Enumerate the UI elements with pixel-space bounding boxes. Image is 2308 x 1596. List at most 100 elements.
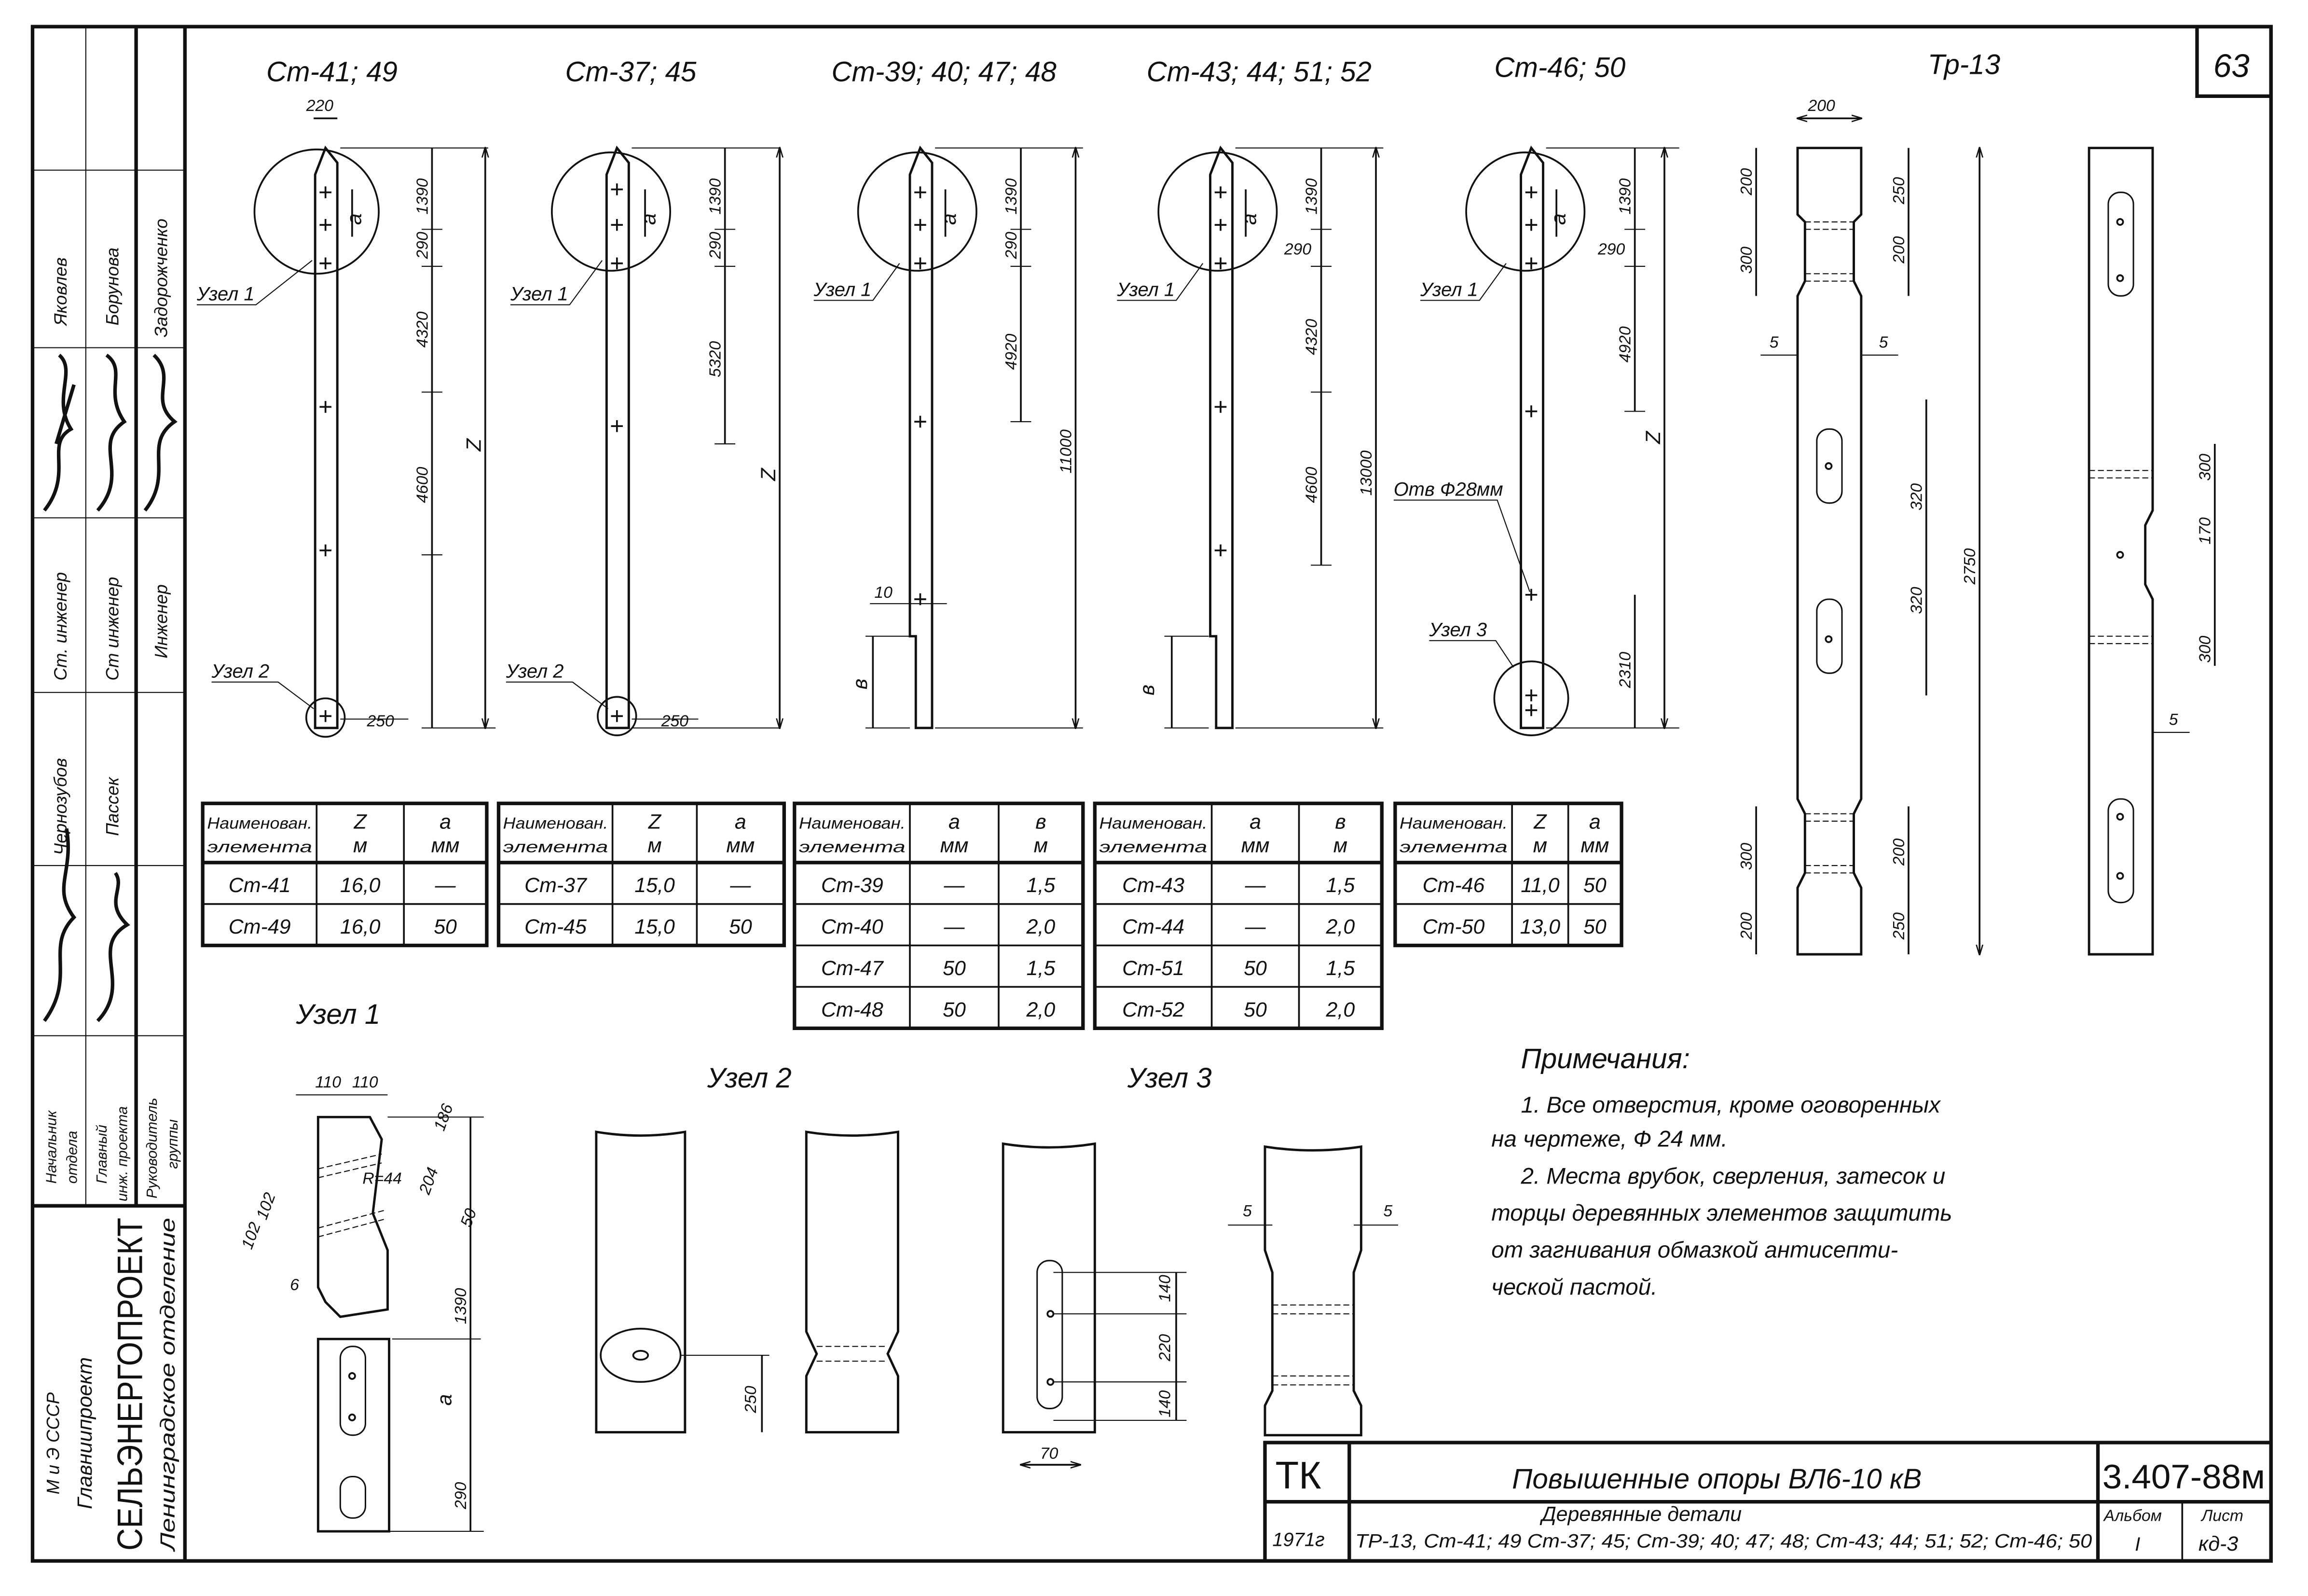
node-2-detail: Узел 2 250 xyxy=(595,1062,899,1433)
dimension-label: 220 xyxy=(306,96,334,115)
note-line: 2. Места врубок, сверления, затесок и xyxy=(1521,1163,1946,1189)
stamp-position: группы xyxy=(165,1119,181,1169)
table-header: а xyxy=(1589,810,1601,833)
table-cell: — xyxy=(944,874,965,897)
stamp-name: Яковлев xyxy=(51,257,70,326)
dimension-label: R=44 xyxy=(362,1169,402,1187)
dimension-label: 200 xyxy=(1890,838,1908,866)
table-row: Ст-44—2,0 xyxy=(1122,915,1355,938)
table-cell: 2,0 xyxy=(1326,998,1355,1021)
dimension-label: 5 xyxy=(1879,333,1888,352)
pole-title: Тр-13 xyxy=(1928,49,2000,80)
dimension-label: а xyxy=(433,1394,456,1405)
table-header: Наименован. xyxy=(503,814,608,832)
dimension-label: Z xyxy=(463,438,486,452)
dimension-label: 4320 xyxy=(413,311,431,347)
dimension-label: 250 xyxy=(1890,912,1908,940)
dimension-label: 290 xyxy=(452,1482,470,1510)
node-callout: Узел 1 xyxy=(813,279,872,300)
table-header: м xyxy=(1034,834,1048,857)
stamp-position: Главный xyxy=(94,1125,110,1183)
table-header: мм xyxy=(1241,834,1270,857)
table-row: Ст-39—1,5 xyxy=(821,874,1055,897)
table-cell: 2,0 xyxy=(1026,998,1056,1021)
table-header: элемента xyxy=(503,838,608,856)
table-cell: 1,5 xyxy=(1326,874,1355,897)
dimension-label: а xyxy=(1547,213,1570,225)
dimension-label: 300 xyxy=(1737,843,1756,870)
dimension-label: 2750 xyxy=(1961,548,1979,585)
dimension-label: 300 xyxy=(2196,454,2214,481)
table-header: элемента xyxy=(1099,838,1208,856)
node-title: Узел 2 xyxy=(707,1062,792,1094)
table-header: Z xyxy=(648,810,662,833)
table-header: элемента xyxy=(207,838,312,856)
dimension-label: 300 xyxy=(2196,635,2214,663)
table-cell: 15,0 xyxy=(634,874,675,897)
table-header: Z xyxy=(1533,810,1547,833)
stamp-position: Начальник xyxy=(43,1110,60,1183)
table-cell: 50 xyxy=(1244,957,1267,980)
stamp-position: инж. проекта xyxy=(114,1106,131,1201)
org-name: СЕЛЬЭНЕРГОПРОЕКТ xyxy=(110,1218,150,1551)
table-header: мм xyxy=(726,834,755,857)
drawing-title: Повышенные опоры ВЛ6-10 кВ xyxy=(1512,1463,1922,1495)
title-block: ТК 1971г Повышенные опоры ВЛ6-10 кВ Дере… xyxy=(1263,1441,2273,1563)
dimension-label: 5320 xyxy=(706,341,724,377)
note-line: торцы деревянных элементов защитить xyxy=(1491,1200,1952,1226)
table-cell: Ст-44 xyxy=(1122,915,1184,938)
parameters-table: Наименован.элементааммвмСт-43—1,5Ст-44—2… xyxy=(1093,801,1384,1031)
dimension-label: 170 xyxy=(2196,517,2214,545)
table-cell: Ст-52 xyxy=(1122,998,1184,1021)
dimension-label: 290 xyxy=(413,232,431,260)
table-header: в xyxy=(1035,810,1046,833)
drawing-elements: ТР-13, Ст-41; 49 Ст-37; 45; Ст-39; 40; 4… xyxy=(1355,1531,2092,1552)
dimension-label: 200 xyxy=(1737,168,1756,196)
pole-st41-49: 220 1390 290 4320 4600 Z а 250 Узел 1 Уз… xyxy=(196,96,496,738)
dimension-label: а xyxy=(637,213,660,225)
table-cell: 11,0 xyxy=(1521,874,1559,897)
dimension-label: а xyxy=(343,213,366,225)
stamp-role: Инженер xyxy=(151,584,171,658)
node-title: Узел 1 xyxy=(295,999,380,1030)
table-cell: — xyxy=(944,915,965,938)
table-header: а xyxy=(440,810,451,833)
note-line: на чертеже, Ф 24 мм. xyxy=(1491,1127,1728,1152)
dimension-label: 250 xyxy=(1890,177,1908,205)
table-header: мм xyxy=(431,834,460,857)
pole-title: Ст-39; 40; 47; 48 xyxy=(831,56,1057,88)
note-line: ческой пастой. xyxy=(1491,1274,1657,1300)
node-callout: Узел 3 xyxy=(1429,619,1487,641)
node-1-detail: Узел 1 110 110 186 204 R=44 50 102 102 6… xyxy=(238,999,484,1533)
dimension-label: 290 xyxy=(1597,240,1625,258)
dimension-label: а xyxy=(1238,213,1261,225)
dimension-label: 300 xyxy=(1737,247,1756,274)
sheet-label: Лист xyxy=(2200,1507,2243,1525)
title-code: ТК xyxy=(1275,1454,1321,1497)
sheet-number: 63 xyxy=(2213,48,2250,84)
table-cell: Ст-49 xyxy=(229,915,291,938)
dimension-label: 110 xyxy=(315,1073,341,1091)
table-cell: Ст-50 xyxy=(1423,915,1485,938)
pole-title: Ст-37; 45 xyxy=(565,56,697,88)
pole-title: Ст-41; 49 xyxy=(266,56,398,88)
dimension-label: Z xyxy=(757,468,780,482)
node-callout: Узел 1 xyxy=(196,284,255,305)
stamp-name: Борунова xyxy=(102,248,122,326)
dimension-label: 1390 xyxy=(1002,178,1020,214)
dimension-label: 4920 xyxy=(1002,333,1020,370)
dimension-label: 200 xyxy=(1890,236,1908,264)
document-number: 3.407-88м xyxy=(2102,1458,2265,1496)
drawing-subtitle: Деревянные детали xyxy=(1539,1503,1742,1526)
table-header: а xyxy=(1250,810,1261,833)
table-cell: — xyxy=(435,874,456,897)
dimension-label: 290 xyxy=(706,232,724,260)
parameters-table: Наименован.элементааммвмСт-39—1,5Ст-40—2… xyxy=(793,801,1085,1031)
table-cell: Ст-40 xyxy=(821,915,883,938)
